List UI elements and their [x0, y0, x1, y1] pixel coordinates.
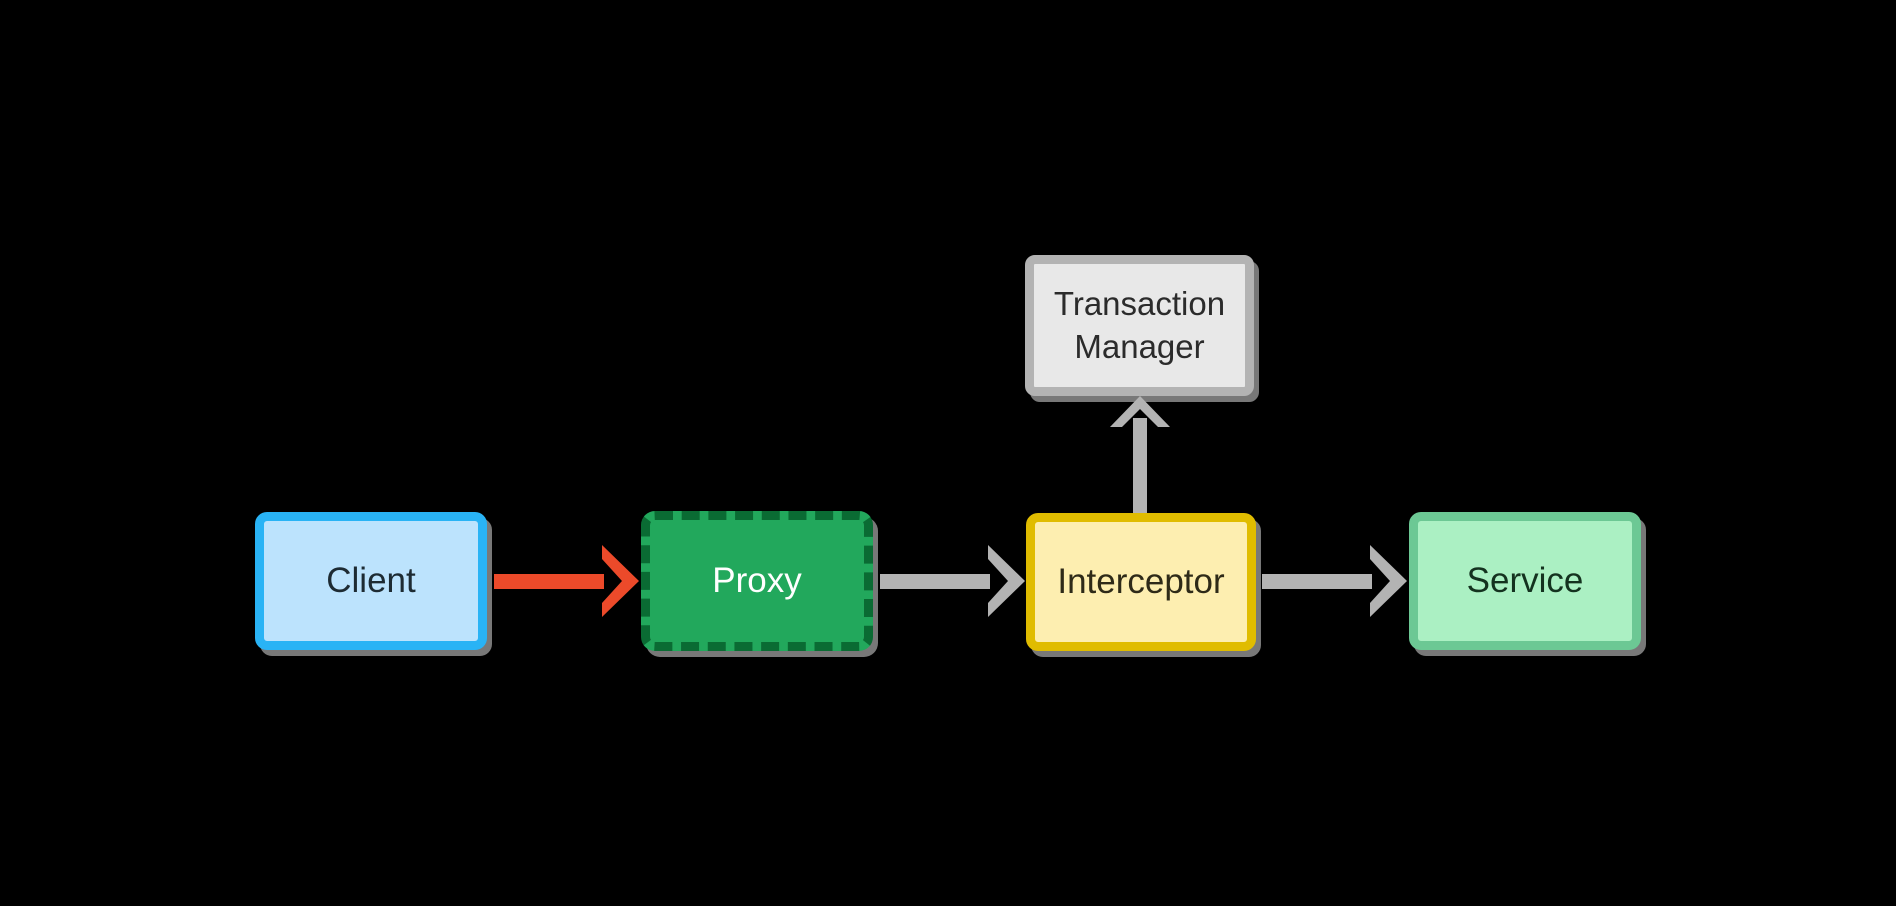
node-service-label: Service: [1466, 560, 1584, 600]
arrow-shaft-horizontal: [1262, 574, 1372, 589]
edge-proxy-to-interceptor: [880, 545, 1026, 617]
node-proxy[interactable]: Proxy: [641, 511, 873, 651]
node-proxy-label: Proxy: [712, 560, 802, 600]
arrow-head-right-icon: [988, 545, 1025, 617]
arrow-head-up-icon: [1110, 396, 1170, 427]
arrow-head-right-icon: [1370, 545, 1407, 617]
node-client[interactable]: Client: [255, 512, 487, 650]
edge-client-to-proxy: [494, 545, 640, 617]
node-interceptor-label: Interceptor: [1057, 561, 1225, 601]
node-client-label: Client: [326, 560, 416, 600]
node-transaction-manager[interactable]: Transaction Manager: [1025, 255, 1254, 396]
arrow-shaft-horizontal: [880, 574, 990, 589]
arrow-shaft-horizontal: [494, 574, 604, 589]
arrow-head-right-icon: [602, 545, 639, 617]
arrow-shaft-vertical: [1133, 418, 1147, 518]
edge-interceptor-to-transaction-manager: [1108, 396, 1172, 518]
node-interceptor[interactable]: Interceptor: [1026, 513, 1256, 651]
edge-interceptor-to-service: [1262, 545, 1408, 617]
node-transaction-manager-label: Transaction Manager: [1053, 285, 1226, 365]
node-service[interactable]: Service: [1409, 512, 1641, 650]
